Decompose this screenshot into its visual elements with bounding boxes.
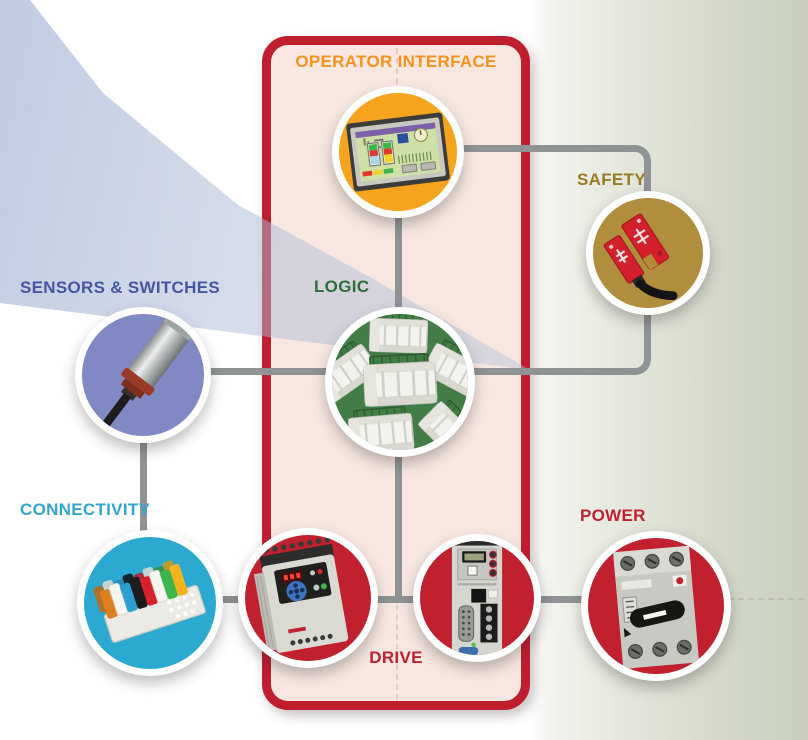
servo-drive-icon [451, 541, 503, 655]
motor-protection-breaker-icon [613, 545, 699, 669]
hmi-touchscreen-icon [346, 112, 450, 192]
node-servo-drive[interactable] [413, 534, 541, 662]
label-power: POWER [580, 506, 646, 525]
label-drive: DRIVE [369, 648, 423, 667]
label-safety: SAFETY [577, 170, 646, 189]
label-sensors-switches: SENSORS & SWITCHES [20, 278, 220, 297]
node-safety[interactable] [586, 191, 710, 315]
node-power[interactable] [581, 531, 731, 681]
node-operator-interface[interactable] [332, 86, 464, 218]
logic-circle [332, 314, 468, 450]
connector-into-safety [644, 163, 651, 197]
operator-interface-circle [339, 93, 457, 211]
label-connectivity: CONNECTIVITY [20, 500, 151, 519]
node-sensors-switches[interactable] [75, 307, 211, 443]
connector-drive-to-servo [370, 596, 425, 603]
node-drive[interactable] [238, 528, 378, 668]
connector-elbow [633, 357, 651, 375]
proximity-sensor-icon [100, 316, 193, 430]
ac-drive-icon [253, 536, 349, 653]
connector-sensors-to-logic [160, 368, 360, 375]
connector-servo-to-power [530, 596, 595, 603]
terminal-blocks-icon [93, 560, 206, 643]
connector-logic-to-drive [395, 440, 402, 600]
power-circle [588, 538, 724, 674]
connector-elbow [633, 145, 651, 163]
sensors-circle [82, 314, 204, 436]
node-connectivity[interactable] [77, 530, 223, 676]
servo-drive-circle [420, 541, 534, 655]
safety-circle [593, 198, 703, 308]
label-operator-interface: OPERATOR INTERFACE [295, 52, 497, 71]
connector-safety-to-logic-vertical [644, 308, 651, 357]
label-logic: LOGIC [314, 277, 370, 296]
connector-connectivity-to-drive [210, 596, 255, 603]
connector-operator-to-safety [430, 145, 633, 152]
plc-controller-icon [332, 314, 468, 450]
connector-sensors-to-connectivity [140, 430, 147, 545]
node-logic[interactable] [325, 307, 475, 457]
drive-circle [245, 535, 371, 661]
connectivity-circle [84, 537, 216, 669]
safety-interlock-switch-icon [603, 213, 678, 301]
connector-logic-to-safety [455, 368, 633, 375]
